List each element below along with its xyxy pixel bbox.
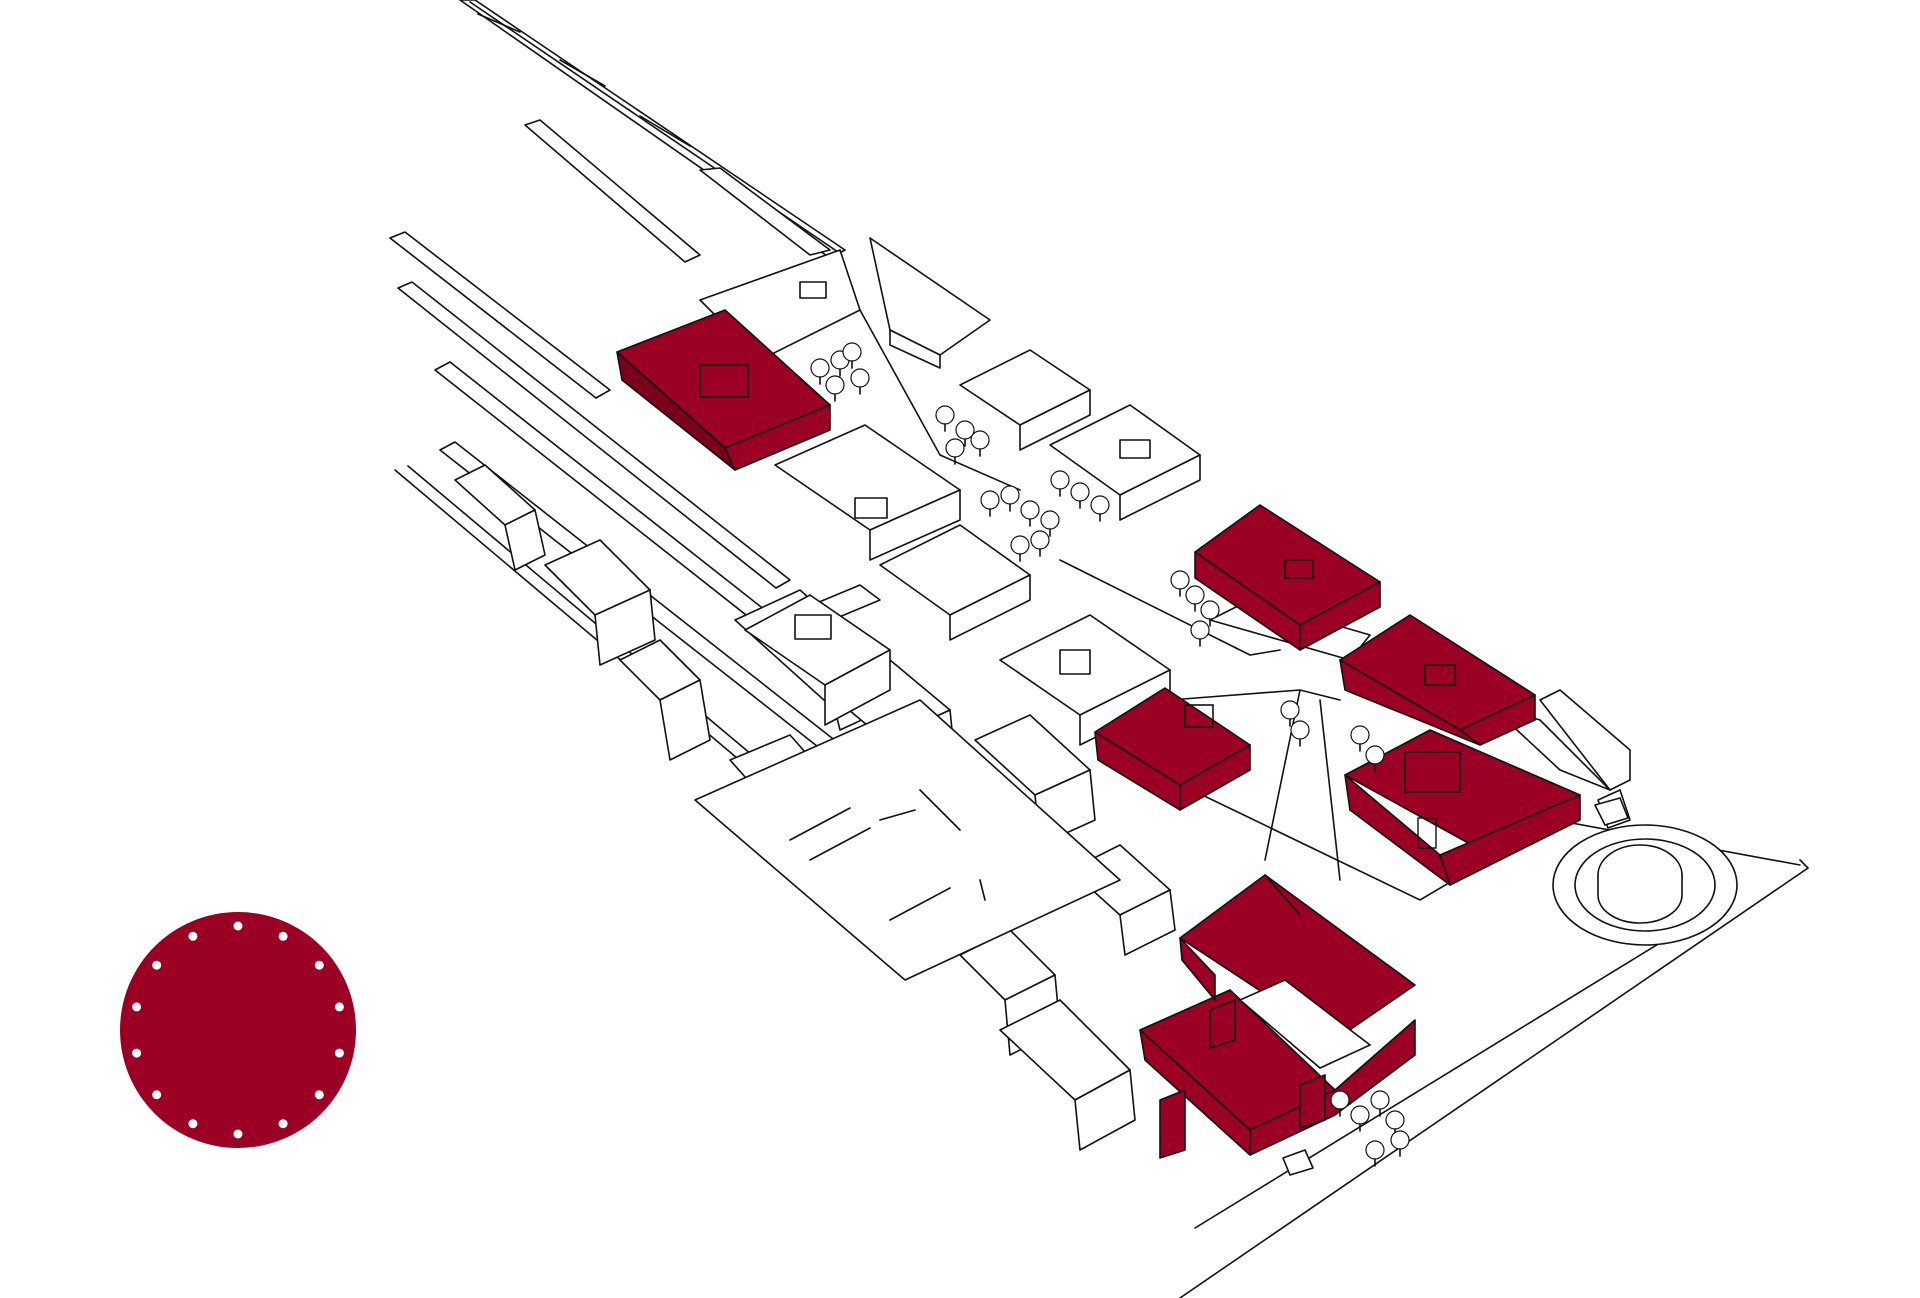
tree — [1020, 500, 1040, 527]
highlighted-building-1 — [616, 309, 831, 471]
tree — [1365, 1140, 1385, 1167]
highlighted-building-4 — [1094, 687, 1251, 811]
tree — [842, 342, 862, 369]
tree — [1185, 585, 1205, 612]
tree — [1370, 1090, 1390, 1117]
tree — [1010, 535, 1030, 562]
legend-dot — [152, 960, 162, 970]
highlighted-new-buildings — [616, 309, 1581, 1159]
legend-dot — [188, 1119, 198, 1129]
tree — [1350, 725, 1370, 752]
legend-dot — [314, 1090, 324, 1100]
tree — [970, 430, 990, 457]
highlighted-building-6 — [1139, 874, 1416, 1159]
tree — [1000, 485, 1020, 512]
tree — [1280, 700, 1300, 727]
tree — [1350, 1105, 1370, 1132]
tree — [1190, 620, 1210, 647]
trees — [810, 342, 1410, 1167]
white-buildings — [699, 237, 1201, 746]
tree — [1365, 745, 1385, 772]
tree — [825, 375, 845, 402]
tree — [810, 358, 830, 385]
legend-dot — [132, 1002, 142, 1012]
legend-dot — [188, 931, 198, 941]
legend-dot — [334, 1002, 344, 1012]
tree — [980, 490, 1000, 517]
tree — [1290, 720, 1310, 747]
legend-dot — [132, 1048, 142, 1058]
legend-dot-ring — [132, 921, 344, 1139]
tree — [1200, 600, 1220, 627]
tree — [1050, 470, 1070, 497]
tree — [1040, 510, 1060, 537]
tree — [945, 438, 965, 465]
rotunda-building — [1552, 789, 1738, 946]
stair-entrances — [1282, 797, 1629, 1176]
legend-dot — [314, 960, 324, 970]
railway-bridge — [459, 0, 846, 259]
tree — [850, 368, 870, 395]
legend-dot — [278, 931, 288, 941]
tree — [1385, 1110, 1405, 1137]
legend-dot — [233, 921, 243, 931]
legend-dot — [334, 1048, 344, 1058]
legend-symbol — [120, 912, 356, 1148]
legend-red-circle — [120, 912, 356, 1148]
tree — [1030, 530, 1050, 557]
tree — [935, 405, 955, 432]
tree — [1090, 495, 1110, 522]
legend-dot — [233, 1129, 243, 1139]
tree — [1170, 570, 1190, 597]
highlighted-building-5 — [1344, 729, 1581, 886]
highlighted-building-3 — [1339, 614, 1536, 746]
tree — [955, 420, 975, 447]
tree — [1390, 1130, 1410, 1157]
highlighted-building-2 — [1194, 504, 1381, 651]
legend-dot — [278, 1119, 288, 1129]
ground-slab — [694, 699, 1121, 981]
tree — [1330, 1090, 1350, 1117]
legend-dot — [152, 1090, 162, 1100]
tree — [1070, 482, 1090, 509]
